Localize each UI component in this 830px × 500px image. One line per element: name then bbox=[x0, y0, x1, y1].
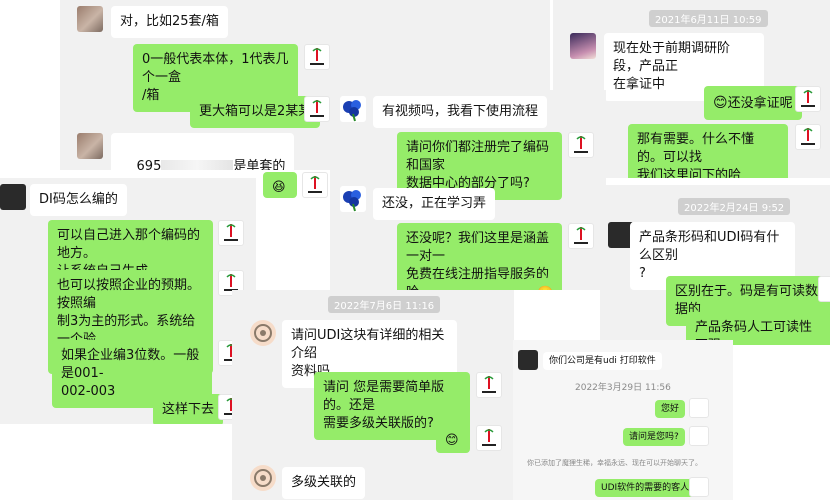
smile-emoji-icon: 🙂 bbox=[537, 286, 553, 290]
company-logo-icon[interactable] bbox=[689, 477, 709, 497]
chat-panel-bottom: 2022年7月6日 11:16 请问UDI这块有详细的相关介绍 资料吗 请问 您… bbox=[232, 290, 514, 500]
company-logo-icon[interactable] bbox=[218, 220, 244, 246]
company-logo-icon[interactable] bbox=[304, 96, 330, 122]
company-logo-icon[interactable] bbox=[689, 398, 709, 418]
message-text: 是单套的 bbox=[233, 159, 286, 170]
message-bubble: 请问是您吗? bbox=[623, 428, 685, 446]
message-bubble: 多级关联的 bbox=[282, 467, 366, 499]
company-logo-icon[interactable] bbox=[304, 44, 330, 70]
company-logo-icon[interactable] bbox=[795, 124, 821, 150]
message-bubble: 695 是单套的 bbox=[111, 133, 295, 170]
avatar[interactable] bbox=[608, 222, 634, 248]
company-logo-icon[interactable] bbox=[818, 276, 830, 302]
timestamp: 2022年2月24日 9:52 bbox=[678, 198, 791, 215]
ring-logo-avatar[interactable] bbox=[250, 465, 276, 491]
message-text: 695 bbox=[136, 159, 162, 170]
message-bubble: DI码怎么编的 bbox=[30, 184, 127, 216]
message-bubble: 如果企业编3位数。一般是001- 002-003 bbox=[52, 340, 212, 408]
smile-emoji-icon: 😊 bbox=[445, 433, 459, 448]
chat-panel-top-left: 对，比如25套/箱 0一般代表本体，1代表几个一盒 /箱 更大箱可以是2某某 6… bbox=[60, 0, 550, 170]
avatar[interactable] bbox=[77, 6, 103, 32]
timestamp: 2022年7月6日 11:16 bbox=[328, 296, 441, 313]
ring-logo-avatar[interactable] bbox=[250, 320, 276, 346]
company-logo-icon[interactable] bbox=[795, 86, 821, 112]
message-bubble: 更大箱可以是2某某 bbox=[190, 96, 321, 128]
message-bubble: 那有需要。什么不懂的。可以找 我们这里问下的哈 bbox=[628, 124, 788, 178]
message-bubble: 这样下去 bbox=[153, 394, 224, 424]
message-bubble: 还没，正在学习弄 bbox=[373, 188, 496, 220]
message-bubble: 产品条码人工可读性不强 bbox=[686, 312, 830, 345]
message-bubble: 😊还没拿证呢 bbox=[704, 86, 802, 120]
blue-flower-avatar[interactable] bbox=[340, 96, 366, 122]
smile-emoji-icon: 😆 bbox=[272, 180, 286, 195]
avatar[interactable] bbox=[518, 350, 538, 370]
redacted-text bbox=[161, 159, 234, 170]
message-bubble: UDI软件的需要的客人 bbox=[595, 479, 696, 497]
blue-flower-avatar[interactable] bbox=[340, 186, 366, 212]
timestamp: 2022年3月29日 11:56 bbox=[575, 383, 671, 393]
chat-panel-right: 2022年2月24日 9:52 产品条形码和UDI码有什么区别 ? 区别在于。码… bbox=[600, 185, 830, 345]
message-bubble: 对，比如25套/箱 bbox=[111, 6, 228, 38]
company-logo-icon[interactable] bbox=[476, 372, 502, 398]
message-bubble: 您好 bbox=[655, 400, 686, 418]
company-logo-icon[interactable] bbox=[476, 425, 502, 451]
avatar[interactable] bbox=[0, 184, 26, 210]
timestamp: 2021年6月11日 10:59 bbox=[649, 10, 768, 27]
avatar[interactable] bbox=[77, 133, 103, 159]
emoji-bubble: 😊 bbox=[436, 425, 470, 453]
message-bubble: 有视频吗，我看下使用流程 bbox=[373, 96, 548, 128]
chat-panel-bottom-right: 你们公司是有udi 打印软件 2022年3月29日 11:56 您好 请问是您吗… bbox=[513, 340, 733, 500]
system-notice: 你已添加了魔狸生稀，幸福永远、现在可以开始聊天了。 bbox=[527, 459, 702, 467]
company-logo-icon[interactable] bbox=[568, 223, 594, 249]
message-text: 还没拿证呢 bbox=[727, 96, 793, 111]
company-logo-icon[interactable] bbox=[302, 172, 328, 198]
emoji-bubble: 😆 bbox=[263, 172, 297, 198]
chat-panel-left: DI码怎么编的 可以自己进入那个编码的地方。 让系统自己生成 也可以按照企业的预… bbox=[0, 178, 256, 424]
message-bubble: 现在处于前期调研阶段，产品正 在拿证中 bbox=[604, 33, 764, 101]
smile-emoji-icon: 😊 bbox=[713, 95, 728, 111]
message-bubble: 你们公司是有udi 打印软件 bbox=[543, 352, 662, 370]
message-bubble: 区别在于。码是有可读数据的 bbox=[666, 276, 830, 326]
company-logo-icon[interactable] bbox=[689, 426, 709, 446]
avatar[interactable] bbox=[570, 33, 596, 59]
company-logo-icon[interactable] bbox=[568, 132, 594, 158]
chat-panel-middle: 有视频吗，我看下使用流程 请问你们都注册完了编码和国家 数据中心的部分了吗? 还… bbox=[330, 90, 606, 290]
emoji-bubble: 🙂 bbox=[528, 278, 562, 290]
